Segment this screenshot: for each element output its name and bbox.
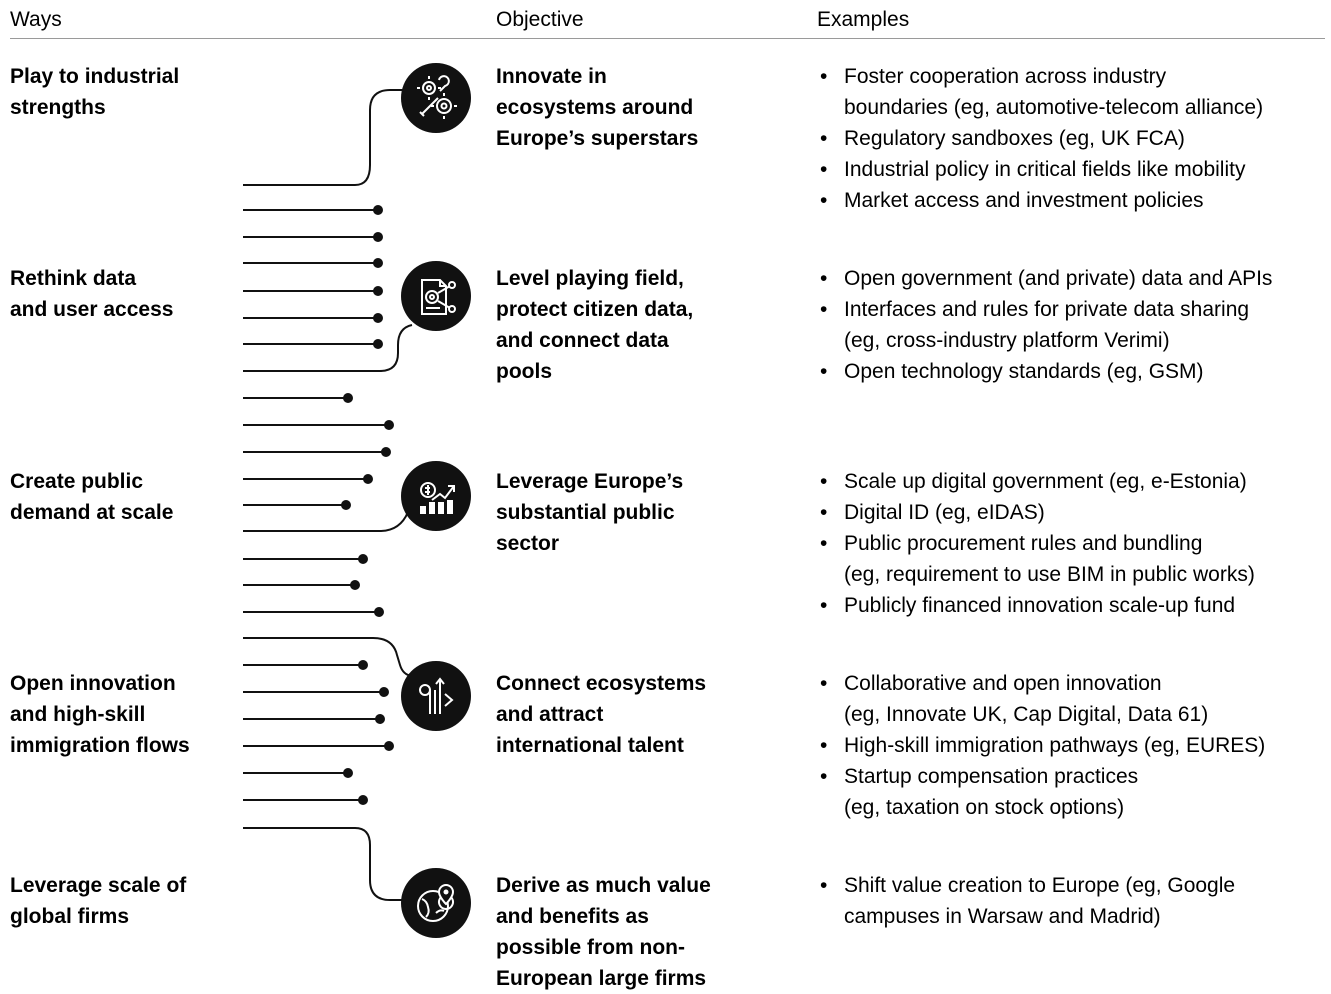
examples-list: Foster cooperation across industrybounda… (817, 61, 1327, 216)
connector-curve-3 (243, 511, 409, 532)
example-item: Publicly financed innovation scale-up fu… (817, 590, 1327, 621)
examples-list: Shift value creation to Europe (eg, Goog… (817, 870, 1327, 932)
connector-dot (373, 286, 383, 296)
connector-dot (350, 580, 360, 590)
connector-dot (373, 313, 383, 323)
example-item: Collaborative and open innovation(eg, In… (817, 668, 1327, 730)
example-item: Public procurement rules and bundling(eg… (817, 528, 1327, 590)
connector-dot (384, 420, 394, 430)
gears-wrench-icon (401, 63, 471, 133)
header-examples: Examples (817, 8, 910, 31)
example-item: High-skill immigration pathways (eg, EUR… (817, 730, 1327, 761)
header-ways: Ways (10, 8, 62, 31)
header-objective: Objective (496, 8, 584, 31)
objective-label: Level playing field,protect citizen data… (496, 267, 694, 383)
examples-list: Scale up digital government (eg, e-Eston… (817, 466, 1327, 621)
connector-dot (379, 687, 389, 697)
example-item: Open technology standards (eg, GSM) (817, 356, 1327, 387)
connector-dot (373, 258, 383, 268)
example-item: Foster cooperation across industrybounda… (817, 61, 1327, 123)
connector-curve-4 (243, 637, 413, 677)
connector-dot (358, 795, 368, 805)
connector-dot (374, 607, 384, 617)
connector-dot (373, 205, 383, 215)
connector-dot (381, 447, 391, 457)
example-item: Startup compensation practices(eg, taxat… (817, 761, 1327, 823)
example-item: Scale up digital government (eg, e-Eston… (817, 466, 1327, 497)
connector-dot (384, 741, 394, 751)
connector-dot (358, 554, 368, 564)
examples-list: Collaborative and open innovation(eg, In… (817, 668, 1327, 823)
connector-dot (363, 474, 373, 484)
example-item: Regulatory sandboxes (eg, UK FCA) (817, 123, 1327, 154)
connector-dot (343, 393, 353, 403)
example-item: Industrial policy in critical fields lik… (817, 154, 1327, 185)
converging-arrows-icon (401, 661, 471, 731)
connector-dot (373, 232, 383, 242)
globe-pin-icon (401, 868, 471, 938)
connector-dot (375, 714, 385, 724)
connector-dot (341, 500, 351, 510)
connector-dot (343, 768, 353, 778)
connector-dot (358, 660, 368, 670)
data-document-icon (401, 261, 471, 331)
header-divider (10, 38, 1325, 39)
example-item: Digital ID (eg, eIDAS) (817, 497, 1327, 528)
example-item: Shift value creation to Europe (eg, Goog… (817, 870, 1327, 932)
connector-dot (373, 339, 383, 349)
example-item: Interfaces and rules for private data sh… (817, 294, 1327, 356)
connector-curve-2 (243, 324, 413, 372)
examples-list: Open government (and private) data and A… (817, 263, 1327, 387)
connector-curve-1 (243, 89, 410, 186)
connector-curve-5 (243, 827, 410, 901)
example-item: Market access and investment policies (817, 185, 1327, 216)
money-growth-icon (401, 461, 471, 531)
example-item: Open government (and private) data and A… (817, 263, 1327, 294)
